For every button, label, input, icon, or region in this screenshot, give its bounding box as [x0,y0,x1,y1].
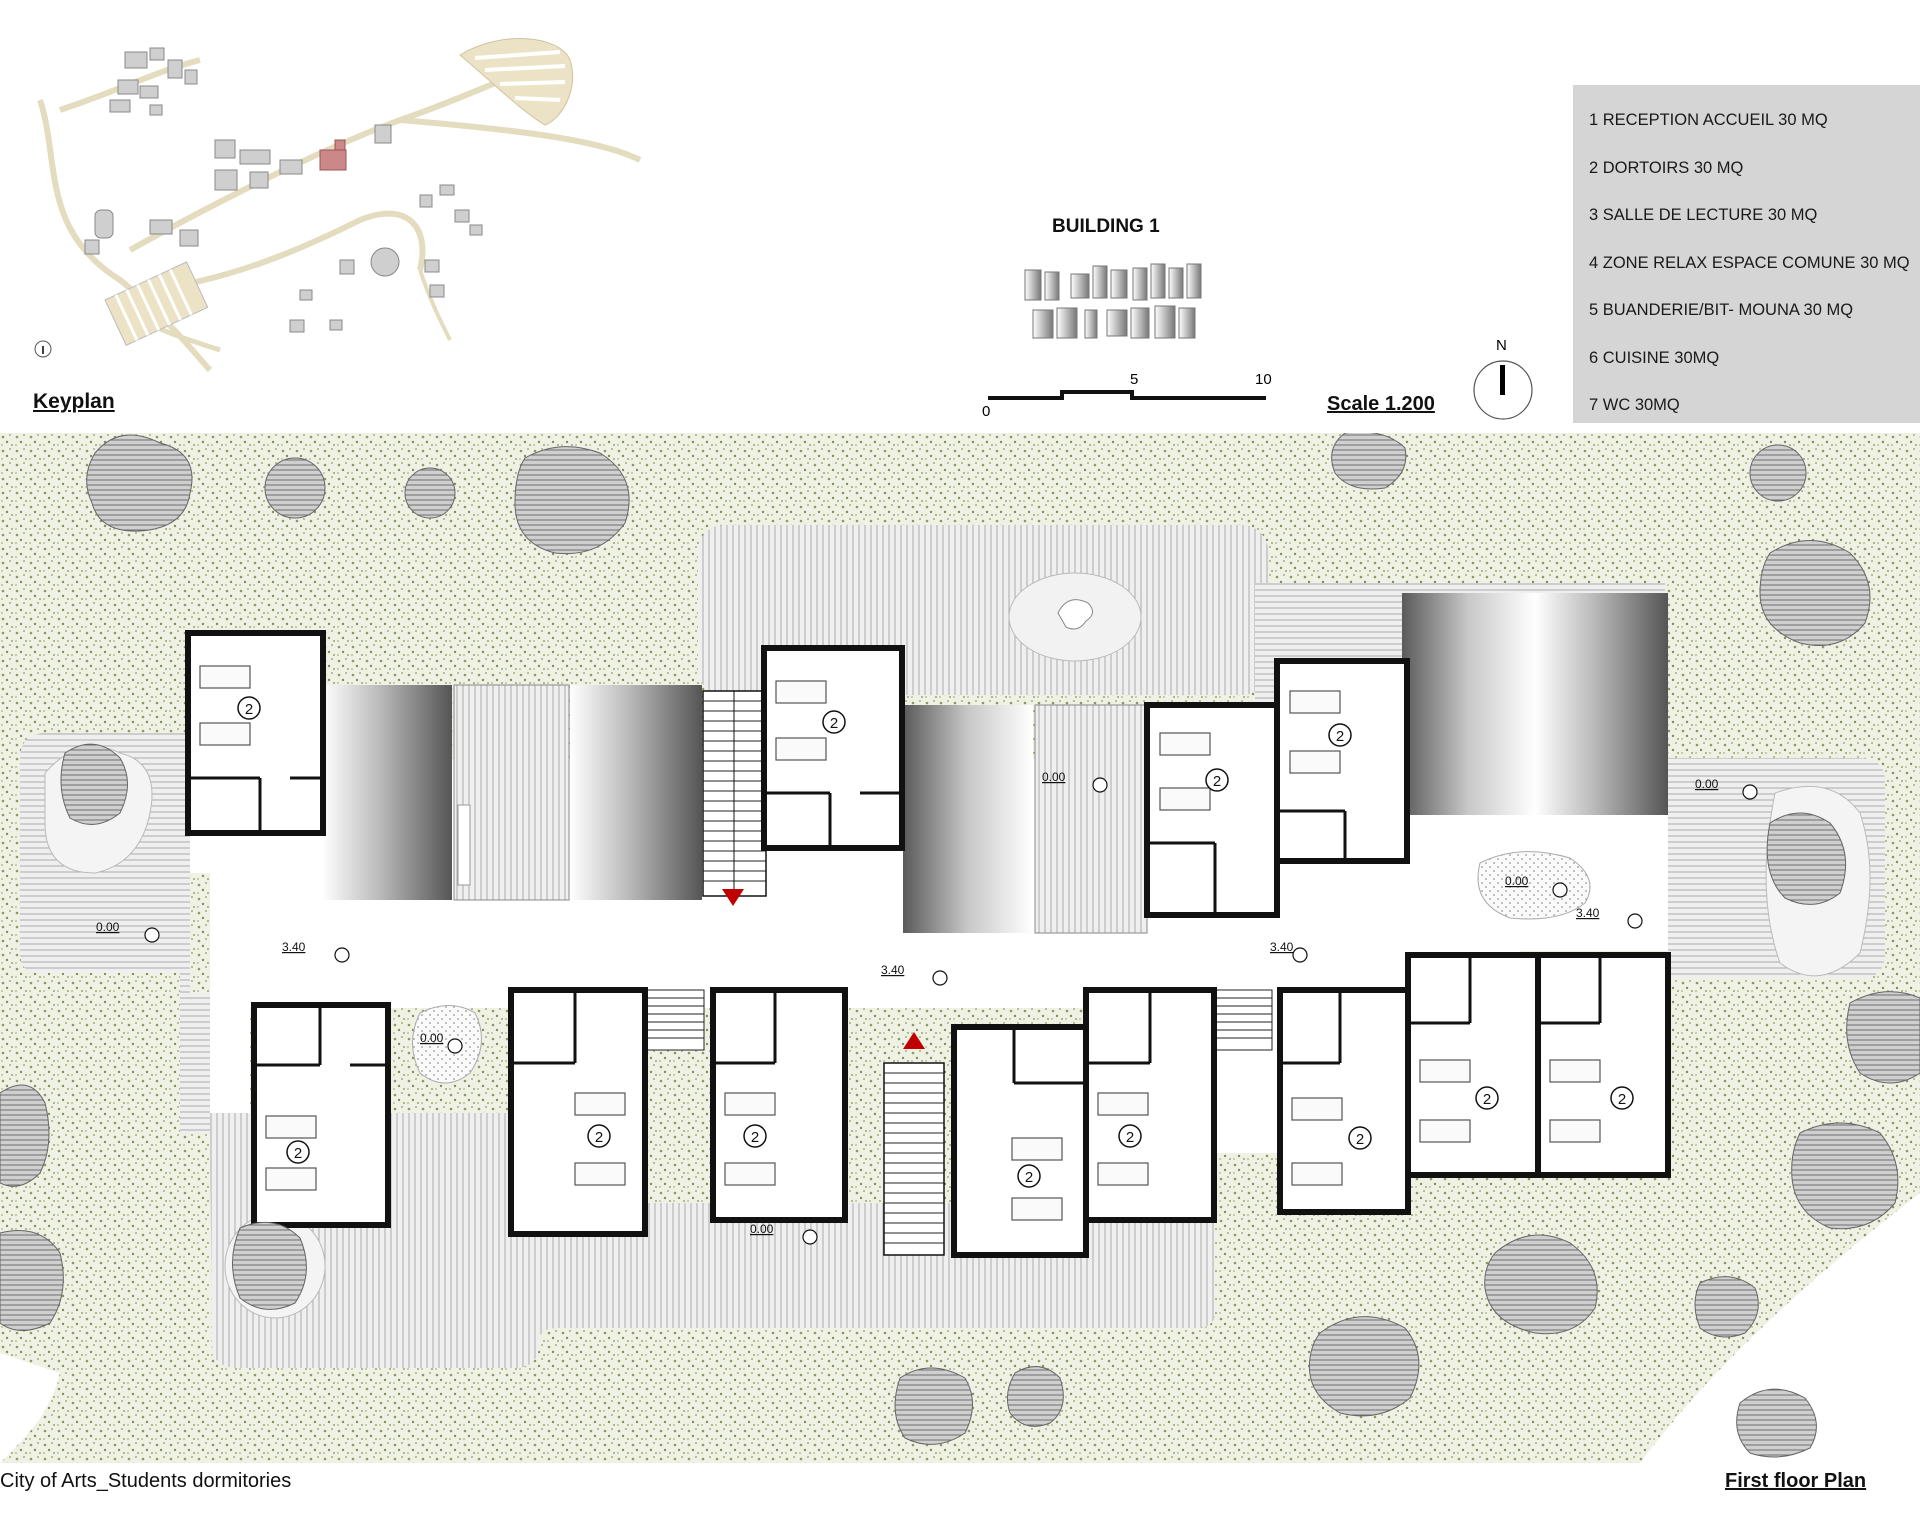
legend-item-1: 1 RECEPTION ACCUEIL 30 MQ [1589,111,1828,129]
legend-item-3: 3 SALLE DE LECTURE 30 MQ [1589,206,1818,224]
scale-tick-0: 0 [982,403,990,420]
level-label-10: 0.00 [750,1222,774,1236]
stair-south [883,1062,945,1256]
scale-tick-10: 10 [1255,371,1272,388]
north-label: N [1496,337,1507,354]
level-label-4: 0.00 [1505,874,1529,888]
roof-volume-1 [322,685,452,900]
scale-bar: 0 5 10 [982,371,1272,420]
keyplan-title: Keyplan [33,390,115,413]
floor-plan: 2 2 2 2 2 2 2 2 2 2 2 2 0.00 0.00 0.00 0… [0,433,1920,1463]
stair-north [702,690,767,897]
level-label-5: 3.40 [282,940,306,954]
room-tag-3: 2 [1213,773,1221,790]
trees [0,433,1920,1458]
room-tag-8: 2 [1025,1169,1033,1186]
legend-panel: 1 RECEPTION ACCUEIL 30 MQ 2 DORTOIRS 30 … [1573,85,1920,423]
keyplan-map [34,38,642,373]
room-tag-6: 2 [595,1129,603,1146]
level-label-8: 3.40 [1270,940,1294,954]
room-tag-9: 2 [1126,1129,1134,1146]
project-title: City of Arts_Students dormitories [0,1470,292,1492]
scale-label: Scale 1.200 [1327,393,1435,415]
entry-marker-south [903,1032,925,1049]
north-arrow: N [1473,337,1533,420]
building-thumbnail [1024,263,1202,339]
scale-tick-5: 5 [1130,371,1138,388]
courtyard-planter-east [1477,851,1591,920]
level-label-7: 3.40 [881,963,905,977]
legend-item-6: 6 CUISINE 30MQ [1589,348,1720,367]
roof-volume-5 [1535,593,1668,815]
level-label-2: 0.00 [1695,777,1719,791]
level-label-3: 0.00 [96,920,120,934]
room-tag-7: 2 [751,1129,759,1146]
room-tag-10: 2 [1356,1131,1364,1148]
room-tag-5: 2 [294,1145,302,1162]
room-tag-11: 2 [1483,1091,1491,1108]
legend-item-5: 5 BUANDERIE/BIT- MOUNA 30 MQ [1589,301,1854,319]
legend-item-2: 2 DORTOIRS 30 MQ [1589,158,1744,177]
room-tag-4: 2 [1336,728,1344,745]
roof-volume-2 [570,685,702,900]
south-deck [210,1113,1215,1368]
legend-item-7: 7 WC 30MQ [1589,396,1680,414]
courtyard-planter-west [412,1005,482,1084]
roof-volume-4 [1402,593,1535,815]
room-tag-12: 2 [1618,1091,1626,1108]
level-label-6: 3.40 [1576,906,1600,920]
room-tag-1: 2 [245,701,253,718]
level-label-9: 0.00 [420,1031,444,1045]
level-label-1: 0.00 [1042,770,1066,784]
roof-volume-3 [903,705,1033,933]
building-title: BUILDING 1 [1052,216,1160,237]
legend-item-4: 4 ZONE RELAX ESPACE COMUNE 30 MQ [1589,253,1910,272]
room-tag-2: 2 [830,715,838,732]
drawing-title: First floor Plan [1725,1470,1867,1492]
entry-marker-north [722,889,744,906]
